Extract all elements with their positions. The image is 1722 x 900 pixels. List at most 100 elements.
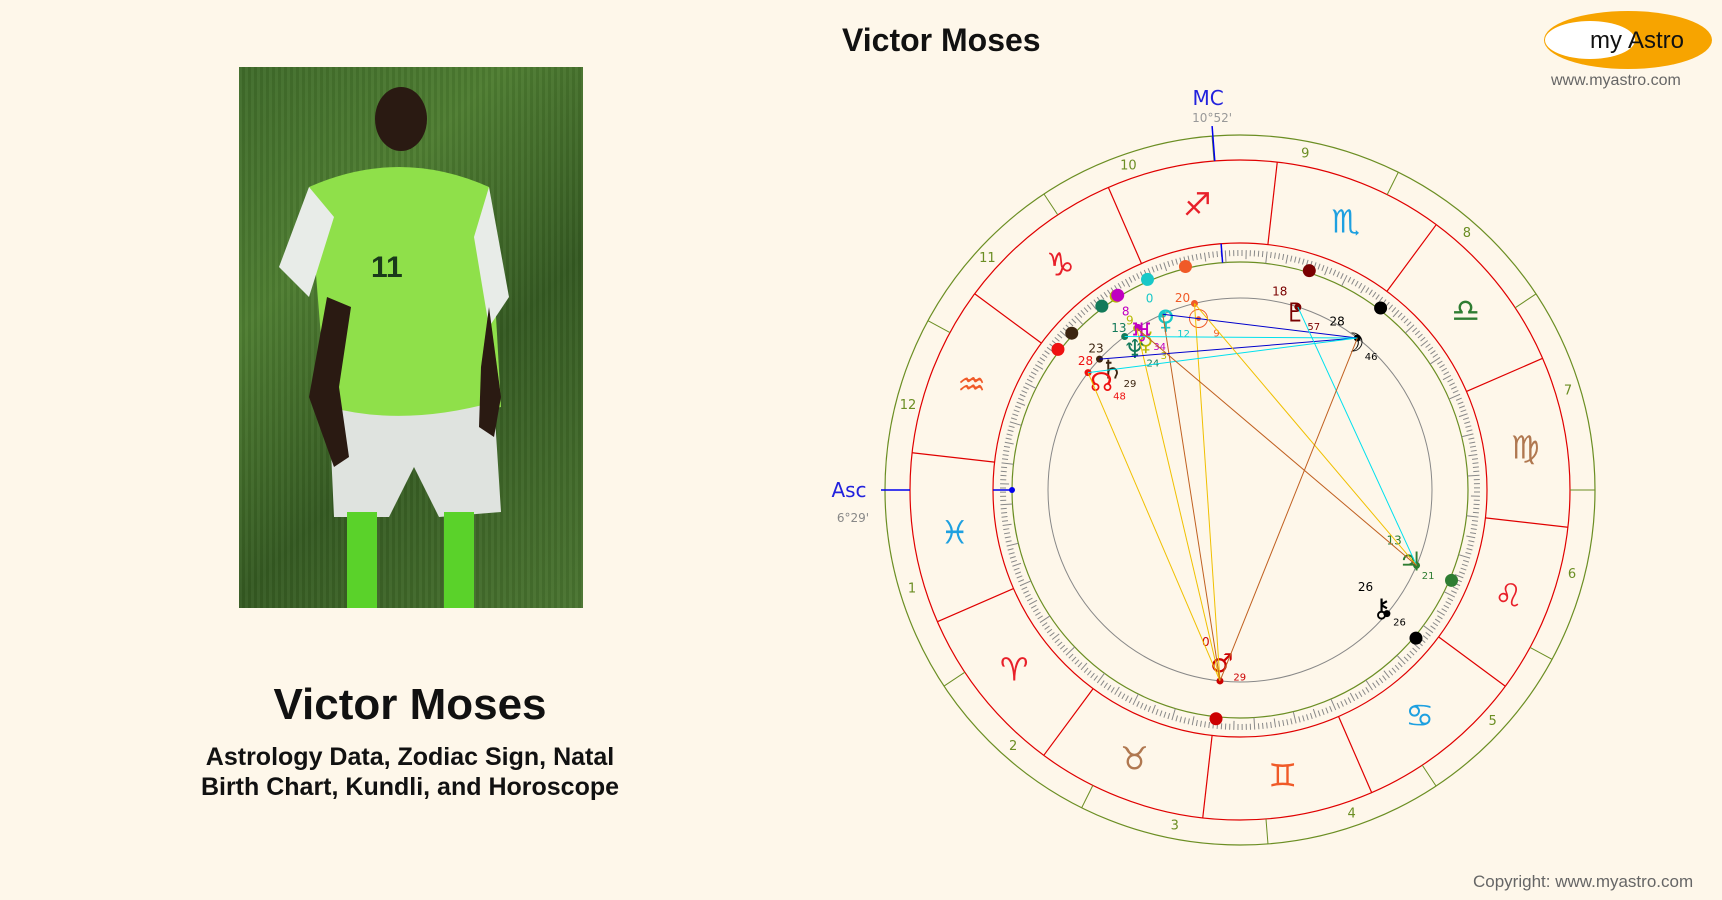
logo-text-astro: Astro [1628,27,1684,54]
sign-divider [1107,187,1142,264]
planet-chiron-degree: 26 [1358,580,1373,594]
sign-aries-icon: ♈ [1000,651,1029,689]
planet-chiron-minute: 26 [1393,618,1406,629]
house-cusp [1386,172,1399,195]
planet-saturn-minute: 29 [1124,379,1137,390]
mc-axis [1211,126,1216,162]
house-cusp [1265,818,1269,844]
planet-mercury-minute: 3 [1161,351,1167,362]
planet-uranus-degree: 8 [1122,304,1130,318]
planet-venus-marker [1140,272,1154,286]
planet-uranus-marker [1111,288,1125,302]
planet-neptune-degree: 13 [1111,321,1126,335]
house-number-3: 3 [1171,819,1179,834]
house-number-6: 6 [1568,567,1576,582]
planet-jupiter-minute: 21 [1422,571,1435,582]
aspect-line [1124,335,1358,339]
aspect-line [1219,337,1358,682]
house-number-1: 1 [908,581,916,596]
planet-venus-degree: 0 [1146,292,1154,306]
planet-pluto-icon: ♇ [1284,299,1307,329]
sign-cancer-icon: ♋ [1405,697,1434,735]
aspect-line [1193,303,1221,681]
sign-gemini-icon: ♊ [1268,756,1297,794]
sign-divider [1466,357,1543,392]
planet-sun-degree: 20 [1175,291,1190,305]
aspect-line [1297,306,1418,566]
aspect-line [1087,337,1358,374]
house-cusp [927,320,951,334]
planet-saturn-icon: ♄ [1100,356,1123,386]
aspect-line [1194,303,1417,566]
sign-divider [1438,636,1506,687]
aspect-point-uranus [1134,323,1142,331]
house-number-5: 5 [1488,714,1496,729]
sign-divider [1386,224,1437,292]
sign-sagittarius-icon: ♐ [1183,186,1212,224]
sign-leo-icon: ♌ [1494,577,1523,615]
logo-url[interactable]: www.myastro.com [1551,72,1681,89]
aspect-circle [1047,297,1433,683]
aspect-line [1162,314,1221,682]
sign-divider [937,588,1014,623]
house-cusp [1421,764,1437,787]
planet-moon-marker [1374,301,1388,315]
planet-pluto-degree: 18 [1272,285,1287,299]
planet-pluto-minute: 57 [1307,322,1320,333]
aspect-point-chiron [1383,610,1391,618]
house-cusp [1514,293,1537,309]
house-cusp [1081,785,1094,808]
sign-divider [1202,735,1213,818]
profile-name: Victor Moses [273,680,547,729]
planet-mars-degree: 0 [1202,635,1210,649]
profile-subtitle: Astrology Data, Zodiac Sign, Natal Birth… [0,742,820,802]
planet-neptune-marker [1095,299,1109,313]
sign-pisces-icon: ♓ [940,514,969,552]
asc-degree: 6°29' [837,511,869,525]
house-number-9: 9 [1301,146,1309,161]
svg-text:11: 11 [371,251,403,284]
asc-dot [1009,487,1015,493]
planet-mars-marker [1209,712,1223,726]
sign-divider [912,452,995,463]
planet-saturn-marker [1065,326,1079,340]
planet-moon-minute: 46 [1365,352,1378,363]
subtitle-line-2: Birth Chart, Kundli, and Horoscope [200,773,620,801]
planet-moon-degree: 28 [1329,315,1344,329]
house-cusp [1211,136,1215,162]
house-number-8: 8 [1463,226,1471,241]
sign-divider [1338,716,1373,793]
planet-north-node-degree: 28 [1078,354,1093,368]
sign-divider [1267,162,1278,245]
aspect-line [1136,328,1221,682]
sign-aquarius-icon: ♒ [957,365,986,403]
asc-label: Asc [831,478,866,502]
planet-mars-minute: 29 [1233,673,1246,684]
mc-degree: 10°52' [1192,111,1232,125]
planet-mercury-degree: 9 [1126,314,1134,328]
planet-chiron-icon: ⚷ [1372,594,1391,624]
planet-jupiter-marker [1445,573,1459,587]
house-cusp [1529,646,1553,660]
planet-pluto-marker [1302,264,1316,278]
house-number-11: 11 [979,251,996,266]
myastro-logo[interactable]: my Astro [1542,10,1714,70]
house-number-2: 2 [1009,739,1017,754]
sign-scorpio-icon: ♏ [1331,203,1360,241]
mc-label: MC [1192,86,1223,110]
house-number-7: 7 [1564,384,1572,399]
sign-libra-icon: ♎ [1451,291,1480,329]
aspect-line [1099,337,1358,360]
inner-house-ring [1011,261,1469,719]
sign-virgo-icon: ♍ [1511,428,1540,466]
sign-taurus-icon: ♉ [1120,739,1149,777]
copyright: Copyright: www.myastro.com [1473,872,1694,891]
sign-divider [974,293,1042,344]
planet-north-node-minute: 48 [1113,392,1126,403]
house-number-4: 4 [1347,806,1355,821]
player-figure: 11 [279,87,509,608]
zodiac-inner-ring [992,242,1488,738]
outer-house-ring [884,134,1596,846]
planet-chiron-marker [1409,631,1423,645]
